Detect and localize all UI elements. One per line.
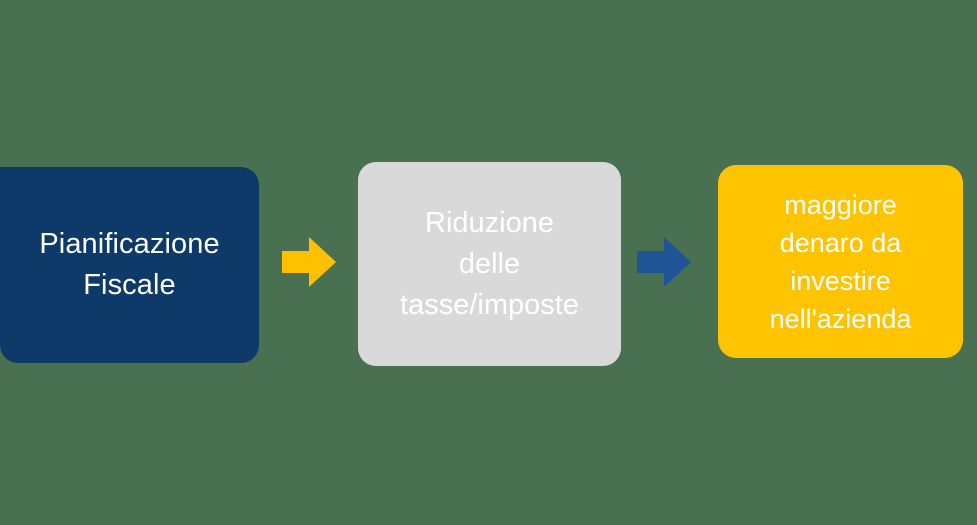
arrow-right-icon [282,235,336,289]
process-node-reduction[interactable]: Riduzione delle tasse/imposte [358,162,621,366]
process-node-reduction-label: Riduzione delle tasse/imposte [400,206,579,321]
process-node-planning-label: Pianificazione Fiscale [39,228,220,301]
arrow-right-icon [637,235,691,289]
process-node-invest[interactable]: maggiore denaro da investire nell'aziend… [718,165,963,358]
process-node-planning[interactable]: Pianificazione Fiscale [0,167,259,363]
process-node-invest-label: maggiore denaro da investire nell'aziend… [769,189,912,334]
